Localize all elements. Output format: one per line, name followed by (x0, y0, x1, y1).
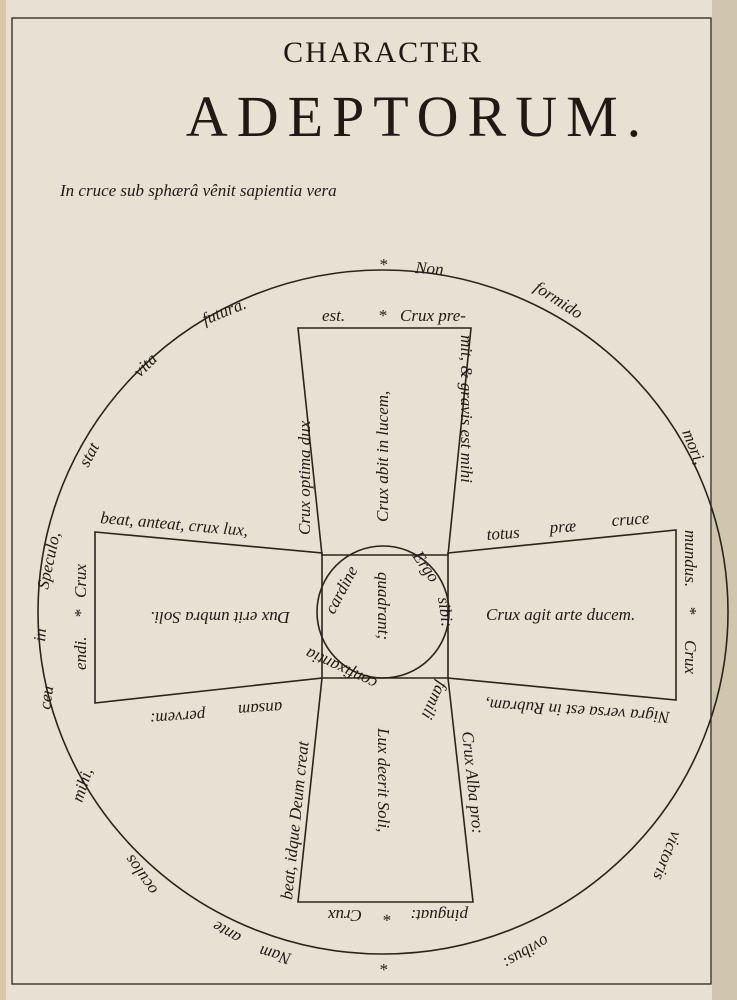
page-edge (0, 0, 6, 1000)
arm-text: Crux (328, 906, 362, 925)
inner-word: Ergo (408, 547, 443, 586)
arm-text: Crux (71, 564, 90, 598)
star-icon: * (378, 306, 387, 325)
star-icon: * (383, 906, 392, 925)
inner-word: famili (417, 678, 451, 722)
arm-text: endi. (71, 636, 90, 670)
inner-word: confixantia (302, 644, 379, 694)
arm-text: pervem: (149, 706, 207, 729)
arm-text: ansam (237, 698, 283, 720)
ring-word: victoris (649, 829, 686, 884)
star-icon: * (71, 609, 90, 618)
inner-word: sibi: (434, 596, 457, 629)
star-icon: * (379, 255, 388, 274)
inner-circle (316, 545, 450, 679)
arm-text: Crux optima dux (295, 420, 314, 535)
heading-adeptorum: ADEPTORUM. (186, 84, 650, 149)
star-icon: * (379, 960, 388, 979)
arm-text: Dux erit umbra Soli. (150, 608, 291, 627)
arm-text: mundus. (681, 530, 700, 587)
ring-word: Nam (257, 942, 294, 969)
arm-text: Crux (681, 640, 700, 674)
ring-word: oculos (120, 851, 161, 899)
page-gutter (712, 0, 737, 1000)
ring-word: in (30, 628, 50, 643)
star-icon: * (681, 606, 700, 615)
cross (94, 327, 677, 903)
ring-word: mihi, (68, 766, 97, 805)
arm-text: Crux pre- (400, 306, 466, 325)
arm-text: Nigra versa est in Rubram, (485, 695, 672, 727)
arm-text: est. (322, 306, 345, 325)
arm-text: cruce (611, 508, 650, 530)
ring-word: formido (531, 277, 587, 322)
ring-word: mori, (678, 426, 709, 467)
heading-character: CHARACTER (283, 36, 483, 69)
arm-text: Crux abit in lucem, (373, 391, 392, 522)
ring-word: Non (414, 258, 445, 279)
arm-text: totus (486, 523, 521, 544)
arm-text: Lux deerit Soli, (374, 727, 393, 832)
ring-word: ovibus: (500, 932, 553, 973)
top-arm-text: est. * Crux pre- Crux optima dux Crux ab… (295, 306, 476, 535)
inner-word: cardine (321, 562, 362, 617)
arm-text: pinguat: (410, 906, 469, 925)
right-arm-text: totus præ cruce mundus. * Crux Crux agit… (485, 508, 700, 727)
right-arm (447, 529, 677, 701)
ring-word: stat (75, 438, 104, 470)
inner-center-text: quadrant; (374, 572, 393, 640)
heading-motto: In cruce sub sphærâ vênit sapientia vera (59, 181, 337, 200)
inner-circle-text: Ergo sibi: famili confixantia cardine qu… (302, 547, 457, 723)
bottom-arm (297, 677, 474, 903)
arm-text: mit, & gravis est mihi (457, 335, 476, 483)
ring-word: ante (209, 917, 244, 948)
ring-word: futura. (199, 294, 249, 329)
outer-circle (37, 269, 729, 955)
page-border (11, 17, 712, 985)
arm-text: præ (548, 516, 577, 537)
left-arm-text: beat, anteat, crux lux, Crux * endi. Dux… (71, 508, 291, 729)
ring-word: ceu (35, 685, 57, 711)
arm-text: Crux agit arte ducem. (486, 605, 635, 624)
ring-word: Speculo, (33, 530, 64, 591)
arm-text: Crux Alba pro: (458, 730, 488, 834)
